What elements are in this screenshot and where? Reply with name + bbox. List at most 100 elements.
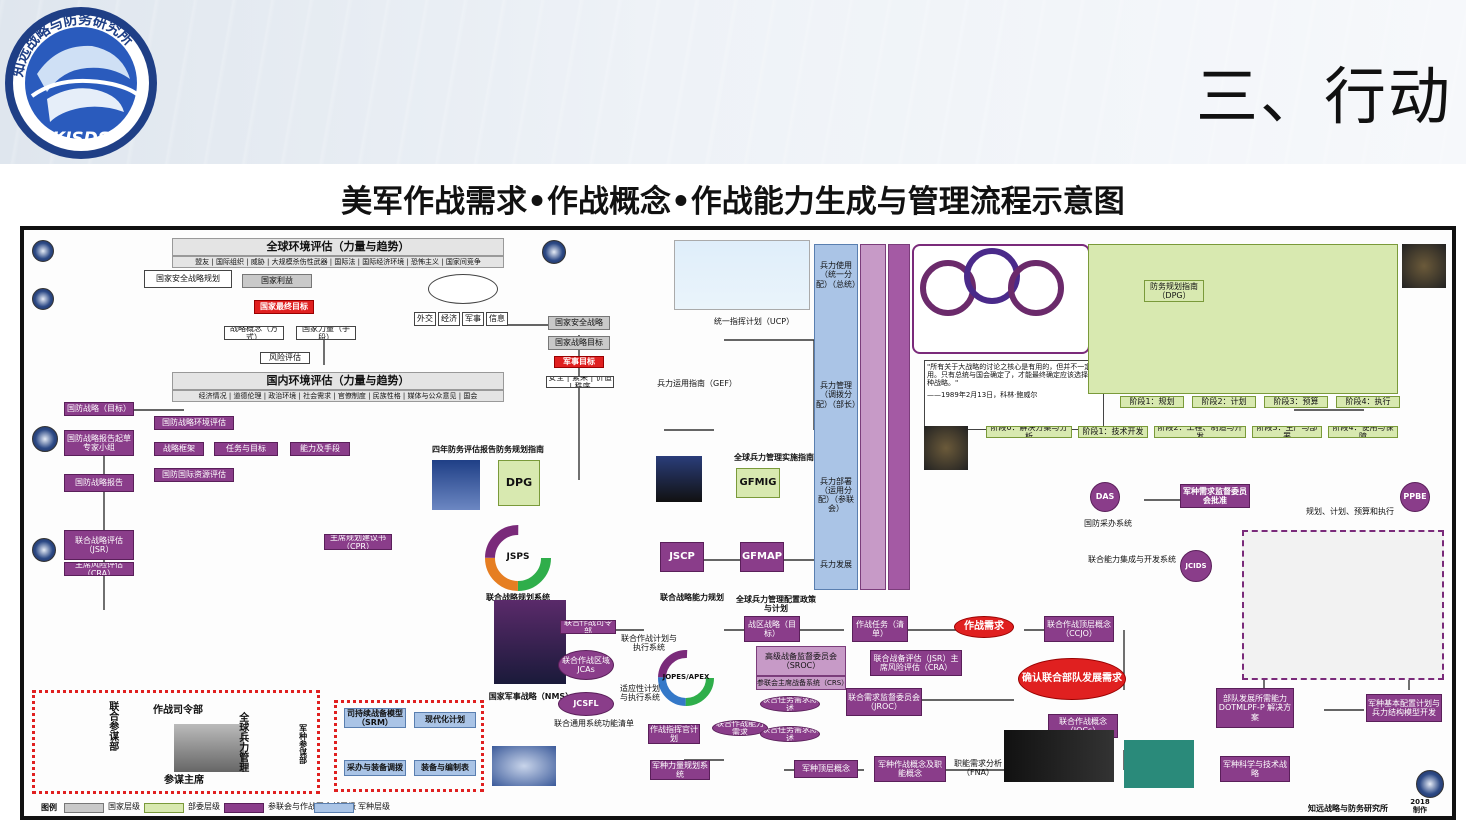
defense-report: 国防战略报告 [64,474,134,492]
gfmig-box: GFMIG [736,468,780,498]
force-manage: 兵力管理（调拨分配）（部长） [816,381,856,409]
capability-network [1242,530,1444,680]
ppbe-circle: PPBE [1400,482,1430,512]
joint-staff-label: 联合参谋部 [106,701,118,751]
jrs-box: 联合战备评估（JSR）主席风险评估（CRA） [870,650,962,676]
quote-source: ——1989年2月13日，科林·鲍威尔 [927,391,1038,400]
defense-strategy-goal: 国防战略（目标） [64,402,134,416]
jcas-ellipse: 联合作战区域 JCAs [558,650,614,680]
capability-req: 能力及手段 [290,442,350,456]
nms-cover-icon [494,600,566,684]
defense-env-assess: 国防战略环境评估 [154,416,234,430]
venn-box-1: 外交 [414,312,436,326]
diagram-title: 美军作战需求•作战概念•作战能力生成与管理流程示意图 [341,184,1125,220]
quote-box: "所有关于大战略的讨论之核心是有用的，但并不一定实用。只有总统与国会确定了，才能… [924,360,1104,430]
jrocm-box: 联合需求监督委员会（JROC） [846,688,922,716]
das-label: 国防采办系统 [1084,519,1132,529]
service-hq-label: 参谋主席 [164,775,204,787]
purple-column-b [888,244,910,590]
acquisition-box: 采办与装备调拨 [344,760,406,776]
fna-label: 职能需求分析（FNA） [954,758,1002,777]
legend-swatch-joint [224,803,264,813]
jopes-cycle-icon [658,650,714,706]
header-texture [0,0,1466,164]
national-interest: 国家利益 [242,274,312,288]
confirm-req-ellipse: 确认联合部队发展需求 [1018,658,1126,700]
dpg-phase-1: 阶段1：技术开发 [1078,426,1148,438]
purple-column-a [860,244,886,590]
srm-box: 司持续战备模型（SRM） [344,708,406,728]
jrocm-approve: 军种需求监督委员会批准 [1180,484,1250,508]
world-map-icon [674,240,810,310]
service-ops-box: 军种作战概念及职能概念 [874,756,946,782]
jmtr-ellipse: 联合任务需求陈述 [760,696,820,712]
jscp-label: 联合战略能力规划 [660,593,724,603]
dpg-phase-0: 阶段0：解决方案与分析 [986,426,1072,438]
jsps-label: JSPS [506,551,530,562]
slide-title: 三、行动 [1195,60,1452,133]
footer-logo-icon [1416,770,1444,798]
gfmap-label: 全球兵力管理配置政策与计划 [736,594,816,613]
strategy-box: 国家安全战略规划 [144,270,232,288]
white-house-seal-icon [32,240,54,262]
legend-ministry: 部委层级 [188,802,220,811]
adaptive-plan-label: 适应性计划与执行系统 [620,683,660,702]
footer-org: 知远战略与防务研究所 [1308,804,1388,813]
global-env-items: 盟友 | 国际组织 | 威胁 | 大规模杀伤性武器 | 国际法 | 国际经济环境… [172,256,504,268]
service-base-box: 军种基本配置计划与兵力结构模型开发 [1366,694,1442,722]
ppbe-label: 规划、计划、预算和执行 [1306,507,1394,517]
ns-goal-box: 国家战略目标 [548,336,610,350]
dpg-phase-4: 阶段4：使用与保障 [1328,426,1398,438]
risk-assess: 风险评估 [260,352,310,364]
gef-label: 兵力运用指南（GEF） [657,379,737,389]
dpg-phase-2: 阶段2：工程、制造与开发 [1154,426,1246,438]
org-block-left [32,690,320,794]
global-force-label: 全球兵力管理 [236,712,248,772]
jsr-cra-box: 联合战略评估（JSR） [64,530,134,560]
jcsfl-label: 联合通用系统功能清单 [554,719,634,729]
mil-goal-box: 军事目标 [554,356,604,368]
global-env-title: 全球环境评估（力量与趋势） [172,238,504,256]
concept-docs-icon [1004,730,1114,782]
legend-swatch-national [64,803,104,813]
legend-national: 国家层级 [108,802,140,811]
strategy-frame: 战略框架 [154,442,204,456]
venn-ellipse [428,274,498,304]
jsps-cycle-icon [485,525,551,591]
official-portrait-icon [1402,244,1446,288]
jsr-label: 联合战略评估（JSR） [75,535,123,554]
jsps-system-label: 联合战略规划系统 [486,593,550,603]
combatant-cmd: 联合作战司令部 [560,620,616,634]
op-req-ellipse: 作战需求 [954,616,1014,638]
gfmap-box: GFMAP [740,542,784,572]
jcdm-ellipse: 联合作战能力需求 [712,720,768,736]
footer-year: 2018 制作 [1410,798,1430,815]
service-plan-box: 军种力量规划系统 [650,760,710,780]
dotmlpf-box: 部队发展所需能力 DOTMLPF-P 解决方案 [1216,688,1294,728]
powell-portrait-icon [924,426,968,470]
legend-swatch-service [314,803,354,813]
jcids-label: 联合能力集成与开发系统 [1088,555,1176,565]
pentagon-icon [174,724,244,772]
ccjo-box: 联合作战顶层概念（CCJO） [1044,616,1114,642]
op-task-box: 作战任务（清单） [852,616,908,642]
venn-box-2: 经济 [438,312,460,326]
ring-ppbe-icon [1008,260,1064,316]
service-concept-box: 军种顶层概念 [794,760,858,778]
legend-service: 军种层级 [358,802,390,811]
domestic-env-items: 经济情况 | 道德伦理 | 政治环境 | 社会需求 | 官僚制度 | 民族性格 … [172,390,504,402]
legend-joint: 参联会与作战司令部层级 [268,802,356,811]
ppbe-phase-2: 阶段2：计划 [1192,396,1256,408]
dpg-box: DPG [498,460,540,506]
domestic-env-title: 国内环境评估（力量与趋势） [172,372,504,390]
force-use: 兵力使用（统一分配）（总统） [816,261,856,289]
kisds-logo-icon: 知远战略与防务研究所 KISDS [5,7,157,159]
ppbe-phase-1: 阶段1：规划 [1120,396,1184,408]
qdr-panel: 国防战略报告起草专家小组 [64,430,134,456]
acquisition-grid [1088,244,1398,394]
nms-label: 国家军事战略（NMS） [488,692,574,702]
state-dept-seal-icon [542,240,566,264]
service-staff-label: 军种参谋部 [298,724,308,764]
national-resource: 国防国际资源评估 [154,468,234,482]
dpg-box-top: 防务规划指南（DPG） [1144,280,1204,302]
